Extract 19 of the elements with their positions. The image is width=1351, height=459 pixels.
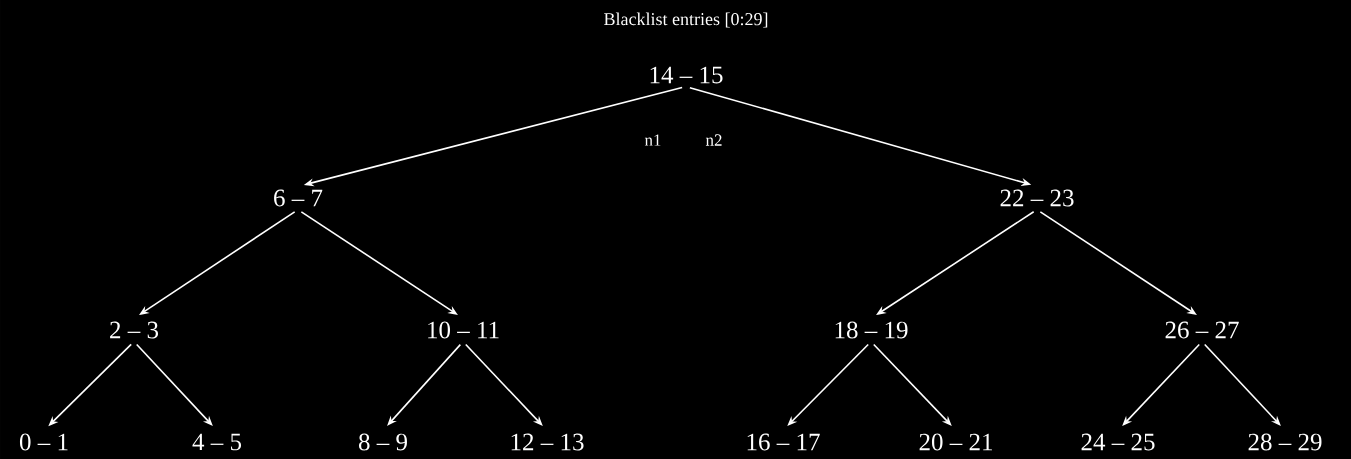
tree-node-label: 28 – 29 xyxy=(1248,433,1322,451)
tree-node-label: 0 – 1 xyxy=(19,433,68,451)
tree-node-label: 6 – 7 xyxy=(274,189,323,207)
tree-node-label: 22 – 23 xyxy=(1000,189,1074,207)
tree-node-label: 20 – 21 xyxy=(919,433,992,451)
tree-node-label: 18 – 19 xyxy=(835,321,908,339)
tree-node-label: 2 – 3 xyxy=(110,321,159,339)
tree-node-label: 8 – 9 xyxy=(358,433,407,451)
arrow xyxy=(1203,343,1281,426)
tree-node-label: 12 – 13 xyxy=(511,433,584,451)
arrow xyxy=(873,343,952,426)
tree-node-label: 24 – 25 xyxy=(1081,433,1155,451)
tree-node-label: 10 – 11 xyxy=(428,321,499,339)
tree-node-label: 14 – 15 xyxy=(650,66,723,84)
tree-node-label: 26 – 27 xyxy=(1165,321,1239,339)
arrow xyxy=(387,343,462,426)
tree-node-label: 4 – 5 xyxy=(192,433,242,451)
tree-node-label: 16 – 17 xyxy=(747,433,820,451)
title: Blacklist entries [0:29] xyxy=(604,12,768,28)
